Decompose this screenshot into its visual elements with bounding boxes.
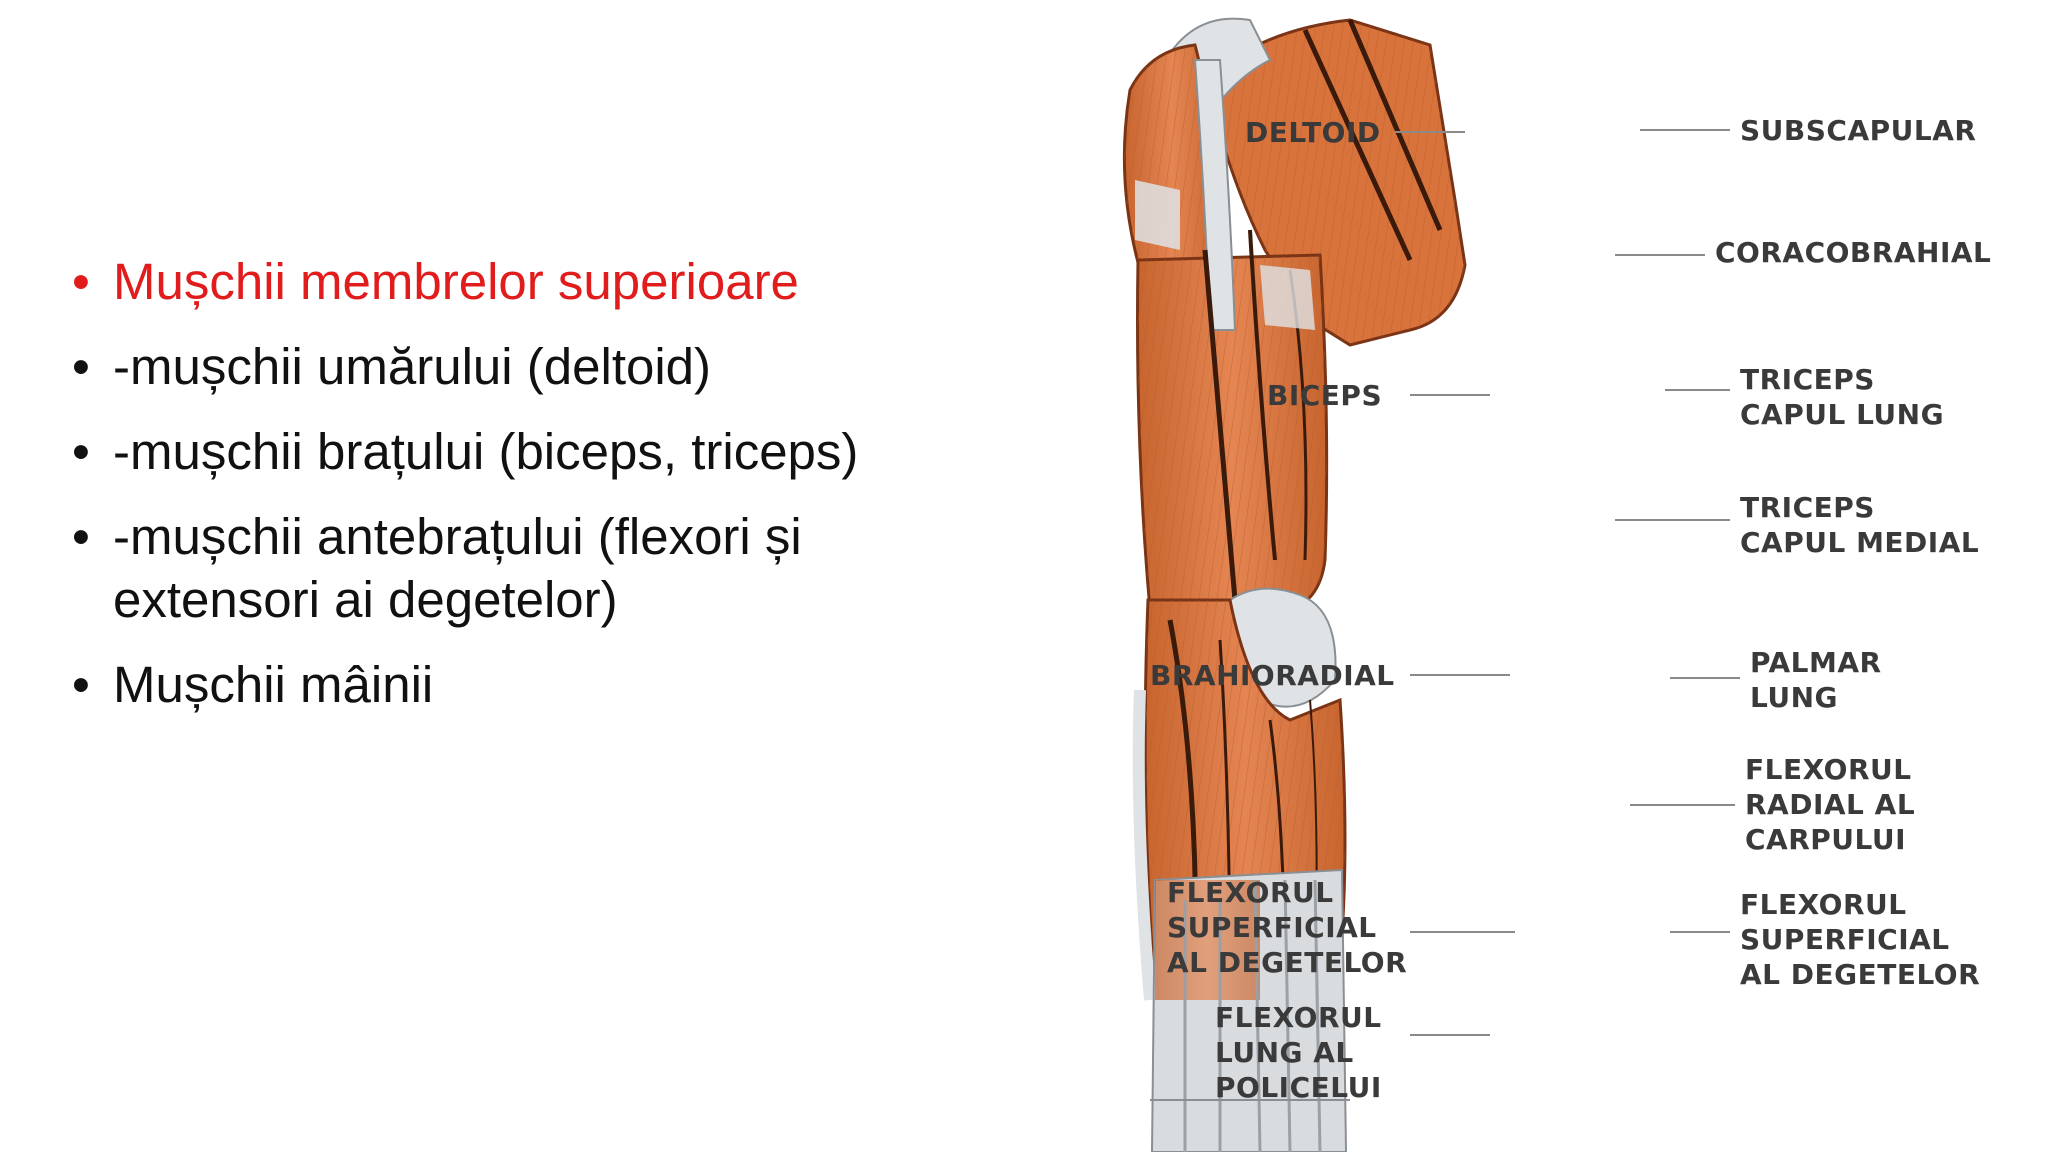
bullet-list: Mușchii membrelor superioare -mușchii um… <box>72 250 892 738</box>
label-coracobrahial: CORACOBRAHIAL <box>1715 236 1992 269</box>
bullet-item-hand: Mușchii mâinii <box>72 653 892 716</box>
leader-lines <box>1395 131 1515 1036</box>
bullet-item-arm: -mușchii brațului (biceps, triceps) <box>72 420 892 483</box>
bullet-item-title: Mușchii membrelor superioare <box>72 250 892 313</box>
label-flexorul-radial: FLEXORUL RADIAL AL CARPULUI <box>1745 753 1916 856</box>
label-subscapular: SUBSCAPULAR <box>1740 114 1977 147</box>
label-brahioradial: BRAHIORADIAL <box>1150 659 1395 692</box>
arm-muscle-diagram: DELTOID BICEPS BRAHIORADIAL FLEXORUL SUP… <box>1110 0 2048 1152</box>
label-palmar-lung: PALMAR LUNG <box>1750 646 1882 714</box>
arm-muscle-illustration <box>1122 17 1515 1152</box>
label-deltoid: DELTOID <box>1245 116 1381 149</box>
bullet-item-shoulder: -mușchii umărului (deltoid) <box>72 335 892 398</box>
bullet-item-forearm: -mușchii antebrațului (flexori și extens… <box>72 505 892 631</box>
label-triceps-capul-lung: TRICEPS CAPUL LUNG <box>1740 363 1945 431</box>
label-triceps-capul-medial: TRICEPS CAPUL MEDIAL <box>1740 491 1980 559</box>
label-flexorul-superficial-right: FLEXORUL SUPERFICIAL AL DEGETELOR <box>1740 888 1981 991</box>
label-biceps: BICEPS <box>1267 379 1383 412</box>
label-flexorul-lung: FLEXORUL LUNG AL POLICELUI <box>1215 1001 1382 1104</box>
right-leader-lines <box>1615 129 1740 933</box>
label-flexorul-superficial-left: FLEXORUL SUPERFICIAL AL DEGETELOR <box>1167 876 1408 979</box>
